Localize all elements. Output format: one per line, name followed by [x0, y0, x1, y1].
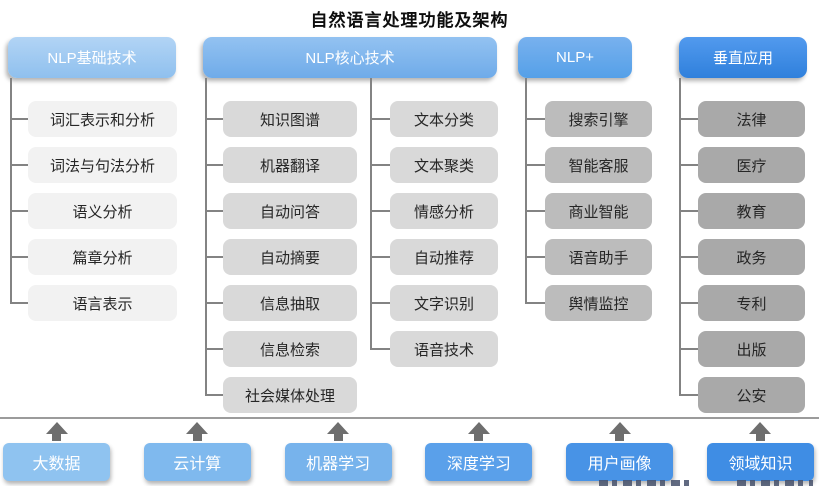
up-arrow-icon	[467, 422, 490, 434]
tree-node: 自动摘要	[205, 239, 357, 275]
foundation-unit: 大数据	[3, 422, 110, 482]
up-arrow-icon	[45, 422, 68, 434]
tree-node: 舆情监控	[525, 285, 652, 321]
connector-line	[679, 78, 681, 395]
up-arrow-stem	[52, 434, 61, 441]
header-vertical-apps: 垂直应用	[679, 37, 807, 78]
tree-node: 法律	[679, 101, 805, 137]
tree-node: 语言表示	[10, 285, 177, 321]
tree-node: 专利	[679, 285, 805, 321]
up-arrow-icon	[608, 422, 631, 434]
foundation-row: 大数据 云计算 机器学习 深度学习 用户画像 领域知识	[0, 422, 819, 482]
tree-node: 信息检索	[205, 331, 357, 367]
connector-line	[205, 78, 207, 395]
foundation-unit: 领域知识	[706, 422, 814, 482]
tree-node: 商业智能	[525, 193, 652, 229]
foundation-box: 大数据	[3, 443, 110, 481]
column-nlp-basic: 词汇表示和分析词法与句法分析语义分析篇章分析语言表示	[10, 101, 177, 321]
foundation-unit: 用户画像	[566, 422, 674, 482]
tree-node: 词汇表示和分析	[10, 101, 177, 137]
tree-node: 文本聚类	[370, 147, 498, 183]
tree-node: 文本分类	[370, 101, 498, 137]
column-vertical-apps: 法律医疗教育政务专利出版公安	[679, 101, 805, 413]
connector-line	[525, 78, 527, 303]
column-nlp-plus: 搜索引擎智能客服商业智能语音助手舆情监控	[525, 101, 652, 321]
tree-node: 自动推荐	[370, 239, 498, 275]
up-arrow-stem	[192, 434, 202, 441]
tree-node: 政务	[679, 239, 805, 275]
header-nlp-basic: NLP基础技术	[8, 37, 176, 78]
tree-node: 知识图谱	[205, 101, 357, 137]
tree-node: 机器翻译	[205, 147, 357, 183]
tree-node: 文字识别	[370, 285, 498, 321]
tree-node: 情感分析	[370, 193, 498, 229]
tree-node: 出版	[679, 331, 805, 367]
foundation-box: 深度学习	[425, 443, 533, 481]
foundation-box: 用户画像	[566, 443, 674, 481]
up-arrow-icon	[327, 422, 350, 434]
foundation-unit: 机器学习	[284, 422, 392, 482]
foundation-box: 领域知识	[706, 443, 814, 481]
connector-line	[10, 78, 12, 303]
watermark-fragment	[599, 480, 695, 486]
tree-node: 词法与句法分析	[10, 147, 177, 183]
column-nlp-core-left: 知识图谱机器翻译自动问答自动摘要信息抽取信息检索社会媒体处理	[205, 101, 357, 413]
tree-node: 语音助手	[525, 239, 652, 275]
tree-node: 医疗	[679, 147, 805, 183]
up-arrow-stem	[474, 434, 484, 441]
header-nlp-plus: NLP+	[518, 37, 632, 78]
up-arrow-stem	[755, 434, 765, 441]
foundation-unit: 深度学习	[425, 422, 533, 482]
up-arrow-stem	[333, 434, 343, 441]
up-arrow-stem	[615, 434, 625, 441]
foundation-unit: 云计算	[143, 422, 251, 482]
header-nlp-core: NLP核心技术	[203, 37, 497, 78]
tree-node: 搜索引擎	[525, 101, 652, 137]
tree-node: 智能客服	[525, 147, 652, 183]
tree-node: 公安	[679, 377, 805, 413]
tree-node: 语音技术	[370, 331, 498, 367]
diagram-title: 自然语言处理功能及架构	[310, 11, 509, 30]
foundation-box: 机器学习	[284, 443, 392, 481]
separator-line	[0, 417, 819, 419]
up-arrow-icon	[749, 422, 772, 434]
tree-node: 自动问答	[205, 193, 357, 229]
tree-node: 语义分析	[10, 193, 177, 229]
tree-node: 教育	[679, 193, 805, 229]
tree-node: 篇章分析	[10, 239, 177, 275]
watermark-fragment	[737, 480, 813, 486]
column-nlp-core-right: 文本分类文本聚类情感分析自动推荐文字识别语音技术	[370, 101, 498, 367]
tree-node: 社会媒体处理	[205, 377, 357, 413]
foundation-box: 云计算	[143, 443, 251, 481]
tree-node: 信息抽取	[205, 285, 357, 321]
up-arrow-icon	[186, 422, 209, 434]
connector-line	[370, 78, 372, 349]
